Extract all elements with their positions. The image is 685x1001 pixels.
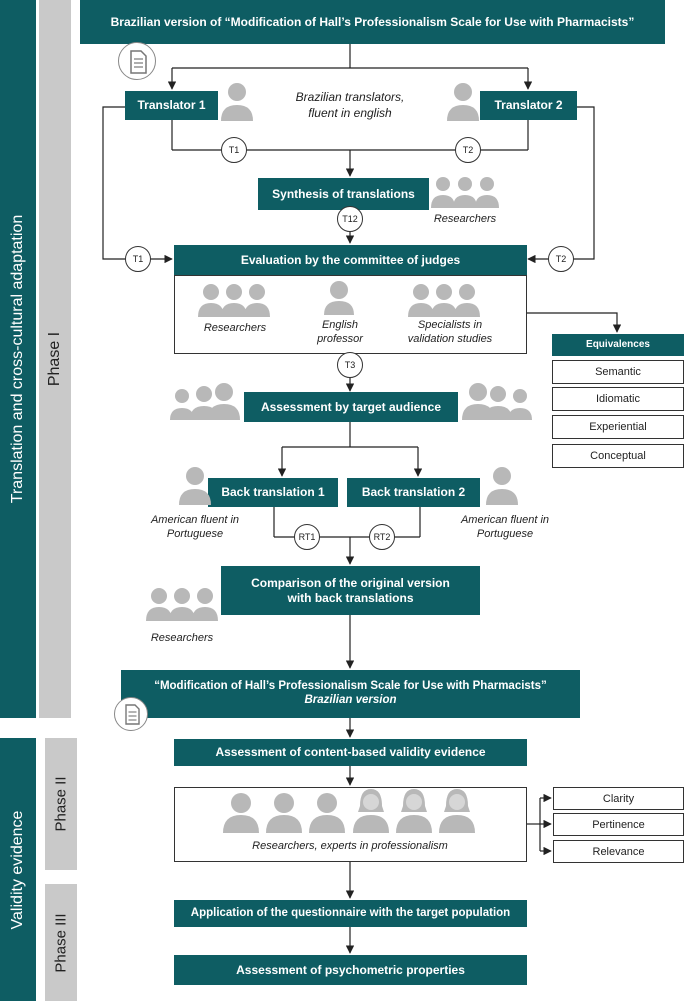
target-audience-right-icon bbox=[462, 383, 532, 420]
comparison-line-2: with back translations bbox=[287, 590, 414, 605]
psychometric-box: Assessment of psychometric properties bbox=[174, 955, 527, 985]
committee-researchers-icon bbox=[198, 284, 270, 317]
document-icon bbox=[118, 42, 156, 80]
equivalence-semantic: Semantic bbox=[552, 360, 684, 384]
back-translation-1-label: Back translation 1 bbox=[221, 485, 325, 500]
equivalence-semantic-label: Semantic bbox=[595, 366, 641, 378]
committee-header: Evaluation by the committee of judges bbox=[174, 245, 527, 275]
criterion-clarity: Clarity bbox=[553, 787, 684, 810]
committee-professor-label: English professor bbox=[300, 318, 380, 347]
translators-note: Brazilian translators, fluent in english bbox=[270, 90, 430, 121]
final-version-subtitle: Brazilian version bbox=[304, 694, 397, 706]
equivalences-title: Equivalences bbox=[586, 339, 650, 350]
final-document-icon bbox=[114, 697, 148, 731]
target-audience-left-icon bbox=[170, 383, 240, 420]
target-audience-box: Assessment by target audience bbox=[244, 392, 458, 422]
committee-researchers-label: Researchers bbox=[203, 322, 267, 334]
sidebar-section-translation: Translation and cross-cultural adaptatio… bbox=[0, 0, 36, 718]
translator-1-box: Translator 1 bbox=[125, 91, 218, 120]
synthesis-researchers-label: Researchers bbox=[433, 213, 497, 225]
translator-1-person-icon bbox=[221, 83, 253, 121]
committee-specialists-label: Specialists in validation studies bbox=[390, 318, 510, 347]
translator-2-label: Translator 2 bbox=[494, 98, 563, 113]
criterion-relevance-label: Relevance bbox=[592, 845, 645, 858]
content-validity-box: Assessment of content-based validity evi… bbox=[174, 739, 527, 766]
english-professor-icon bbox=[324, 281, 354, 315]
equivalence-experiential-label: Experiential bbox=[589, 421, 647, 433]
experts-label: Researchers, experts in professionalism bbox=[252, 840, 448, 852]
code-t1-top: T1 bbox=[221, 137, 247, 163]
american-note-1-line-1: American fluent in bbox=[150, 514, 240, 526]
specialists-line-1: Specialists in bbox=[417, 319, 483, 331]
back-translation-2-box: Back translation 2 bbox=[347, 478, 480, 507]
synthesis-label: Synthesis of translations bbox=[272, 186, 415, 201]
professor-line-1: English bbox=[321, 319, 359, 331]
back-translation-2-person-icon bbox=[486, 467, 518, 505]
application-label: Application of the questionnaire with th… bbox=[190, 906, 511, 919]
translators-note-line-2: fluent in english bbox=[308, 105, 392, 120]
experts-women-icon bbox=[353, 789, 475, 833]
specialists-icon bbox=[408, 284, 480, 317]
specialists-line-2: validation studies bbox=[407, 333, 493, 346]
american-note-1-line-2: Portuguese bbox=[166, 528, 224, 541]
code-t3: T3 bbox=[337, 352, 363, 378]
code-rt1: RT1 bbox=[294, 524, 320, 550]
equivalence-experiential: Experiential bbox=[552, 415, 684, 439]
phase-3-band: Phase III bbox=[45, 884, 77, 1001]
final-version-title: “Modification of Hall’s Professionalism … bbox=[154, 680, 547, 693]
comparison-researchers-icon bbox=[146, 588, 218, 621]
final-version-box: “Modification of Hall’s Professionalism … bbox=[121, 670, 580, 718]
back-translation-1-person-icon bbox=[179, 467, 211, 505]
application-box: Application of the questionnaire with th… bbox=[174, 900, 527, 927]
psychometric-label: Assessment of psychometric properties bbox=[236, 962, 465, 977]
translators-note-line-1: Brazilian translators, bbox=[295, 90, 405, 104]
phase-2-band: Phase II bbox=[45, 738, 77, 870]
translator-2-person-icon bbox=[447, 83, 479, 121]
criterion-pertinence-label: Pertinence bbox=[592, 818, 645, 831]
translator-2-box: Translator 2 bbox=[480, 91, 577, 120]
equivalence-idiomatic: Idiomatic bbox=[552, 387, 684, 411]
equivalence-idiomatic-label: Idiomatic bbox=[595, 393, 641, 405]
code-t2-side: T2 bbox=[548, 246, 574, 272]
sidebar-section-validity: Validity evidence bbox=[0, 738, 36, 1001]
committee-title: Evaluation by the committee of judges bbox=[240, 252, 461, 267]
comparison-line-1: Comparison of the original version bbox=[251, 576, 450, 591]
equivalence-conceptual-label: Conceptual bbox=[590, 450, 646, 462]
back-translation-2-label: Back translation 2 bbox=[361, 485, 466, 500]
equivalence-conceptual: Conceptual bbox=[552, 444, 684, 468]
equivalences-header: Equivalences bbox=[552, 334, 684, 356]
content-validity-label: Assessment of content-based validity evi… bbox=[215, 745, 486, 760]
translator-1-label: Translator 1 bbox=[137, 98, 206, 113]
target-audience-label: Assessment by target audience bbox=[260, 399, 442, 414]
code-rt2: RT2 bbox=[369, 524, 395, 550]
american-note-2-line-1: American fluent in bbox=[460, 514, 550, 526]
criterion-relevance: Relevance bbox=[553, 840, 684, 863]
code-t1-side: T1 bbox=[125, 246, 151, 272]
code-t2-top: T2 bbox=[455, 137, 481, 163]
comparison-researchers-label: Researchers bbox=[150, 632, 214, 644]
experts-men-icon bbox=[223, 793, 345, 833]
synthesis-researchers-icon bbox=[431, 177, 499, 208]
header-title: Brazilian version of “Modification of Ha… bbox=[110, 14, 635, 29]
code-t12: T12 bbox=[337, 206, 363, 232]
synthesis-box: Synthesis of translations bbox=[258, 178, 429, 210]
back-translation-1-note: American fluent in Portuguese bbox=[140, 513, 250, 542]
header-box: Brazilian version of “Modification of Ha… bbox=[80, 0, 665, 44]
back-translation-2-note: American fluent in Portuguese bbox=[450, 513, 560, 542]
professor-line-2: professor bbox=[317, 333, 363, 346]
criterion-clarity-label: Clarity bbox=[602, 792, 635, 805]
comparison-box: Comparison of the original version with … bbox=[221, 566, 480, 615]
criterion-pertinence: Pertinence bbox=[553, 813, 684, 836]
back-translation-1-box: Back translation 1 bbox=[208, 478, 338, 507]
american-note-2-line-2: Portuguese bbox=[476, 528, 534, 541]
phase-1-band: Phase I bbox=[39, 0, 71, 718]
